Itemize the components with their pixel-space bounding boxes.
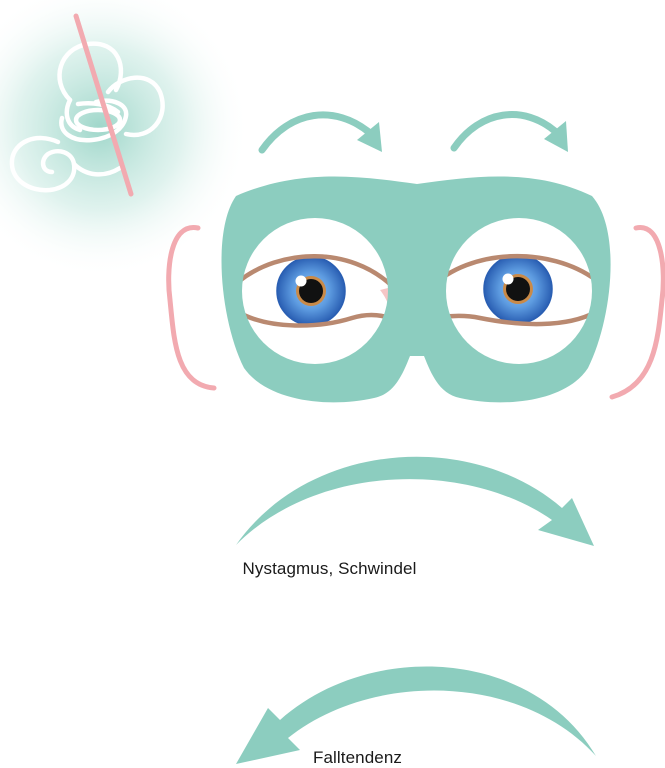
nystagmus-caption: Nystagmus, Schwindel — [0, 559, 662, 579]
fall-caption: Falltendenz — [25, 748, 665, 768]
top-arrow-left — [262, 115, 382, 152]
bracket-right — [612, 227, 663, 397]
inner-ear-icon — [0, 0, 250, 278]
frenzel-goggles-icon — [222, 176, 611, 402]
nystagmus-arrow — [236, 457, 594, 546]
top-arrow-right — [454, 115, 568, 152]
